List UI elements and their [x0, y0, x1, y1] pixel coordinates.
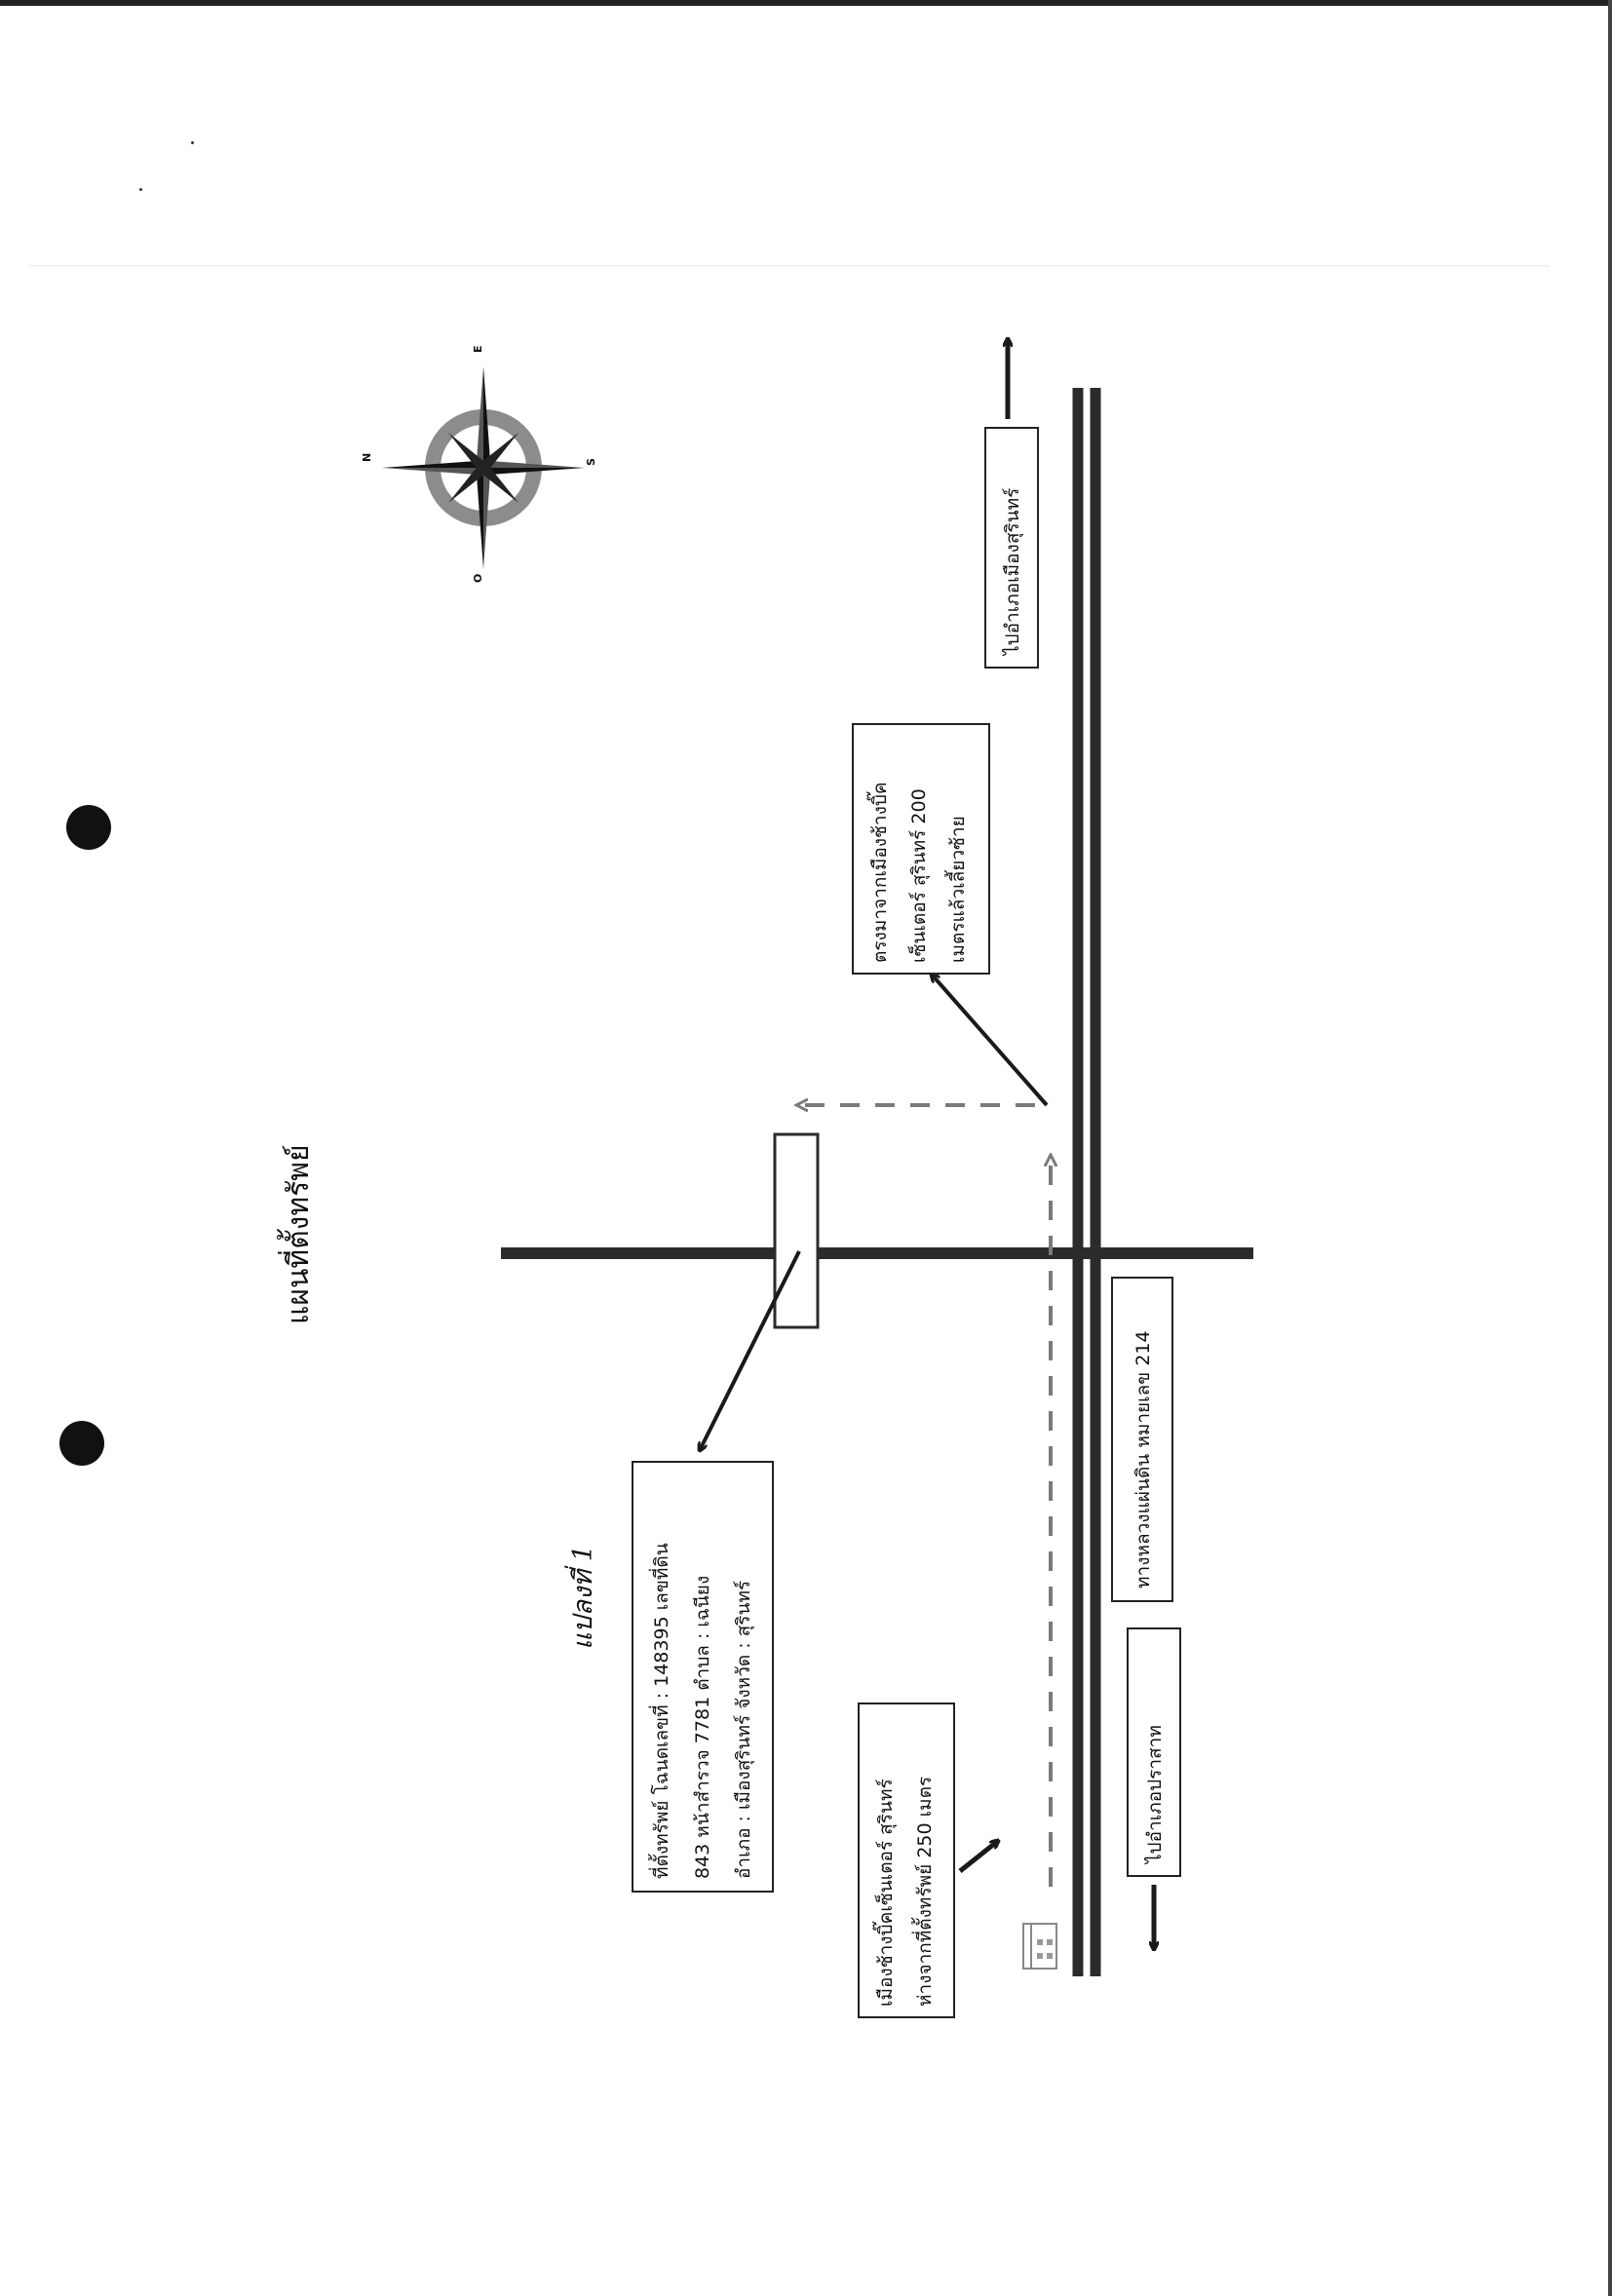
- scan-speck: [139, 188, 142, 191]
- direction-line-1: ตรงมาจากเมืองช้างบิ๊ค: [869, 782, 891, 963]
- punch-hole-bottom: [59, 1421, 104, 1466]
- to-prasat-box: ไปอำเภอปราสาท: [1127, 1627, 1181, 1877]
- compass-rose-icon: [382, 366, 585, 569]
- to-surin-label: ไปอำเภอเมืองสุรินทร์: [1002, 487, 1023, 655]
- landmark-box: เมืองช้างบิ๊คเซ็นเตอร์ สุรินทร์ ห่างจากท…: [858, 1703, 955, 2018]
- property-info-line-1: ที่ตั้งทรัพย์ โฉนดเลขที่ : 148395 เลขที่…: [651, 1543, 672, 1879]
- scan-speck: [191, 141, 194, 144]
- property-info-line-2: 843 หน้าสำรวจ 7781 ตำบล : เฉนียง: [692, 1575, 713, 1879]
- direction-line-3: เมตรแล้วเลี้ยวซ้าย: [947, 816, 969, 963]
- highway-label: ทางหลวงแผ่นดิน หมายเลข 214: [1132, 1330, 1154, 1588]
- property-arrow: [700, 1250, 801, 1450]
- landmark-arrow: [958, 1841, 998, 1873]
- to-surin-box: ไปอำเภอเมืองสุรินทร์: [984, 427, 1039, 669]
- highway-214: [1072, 388, 1101, 1976]
- direction-line-2: เซ็นเตอร์ สุรินทร์ 200: [908, 788, 930, 963]
- property-info-line-3: อำเภอ : เมืองสุรินทร์ จังหวัด : สุรินทร์: [733, 1580, 754, 1879]
- dashed-route: [797, 1105, 1051, 1887]
- property-parcel: [773, 1132, 820, 1329]
- landmark-line-2: ห่างจากที่ตั้งทรัพย์ 250 เมตร: [914, 1776, 936, 2007]
- scan-top-border: [0, 0, 1612, 6]
- punch-hole-top: [66, 805, 111, 850]
- building-icon: [1022, 1923, 1057, 1970]
- property-info-box: ที่ตั้งทรัพย์ โฉนดเลขที่ : 148395 เลขที่…: [632, 1461, 774, 1893]
- landmark-line-1: เมืองช้างบิ๊คเซ็นเตอร์ สุรินทร์: [875, 1779, 897, 2007]
- direction-arrow: [932, 975, 1049, 1107]
- compass-west-label: N: [361, 452, 373, 462]
- scan-artifact-line: [29, 265, 1550, 267]
- compass-north-label: E: [472, 345, 484, 353]
- compass-south-label: O: [472, 573, 484, 583]
- direction-box: ตรงมาจากเมืองช้างบิ๊ค เซ็นเตอร์ สุรินทร์…: [852, 723, 990, 975]
- map-title: แผนที่ตั้งทรัพย์: [282, 1144, 316, 1324]
- scan-right-border: [1608, 0, 1612, 2296]
- to-prasat-label: ไปอำเภอปราสาท: [1144, 1725, 1166, 1863]
- compass-east-label: S: [585, 458, 597, 466]
- highway-label-box: ทางหลวงแผ่นดิน หมายเลข 214: [1111, 1277, 1173, 1602]
- handwritten-note: แปลงที่ 1: [568, 1545, 598, 1650]
